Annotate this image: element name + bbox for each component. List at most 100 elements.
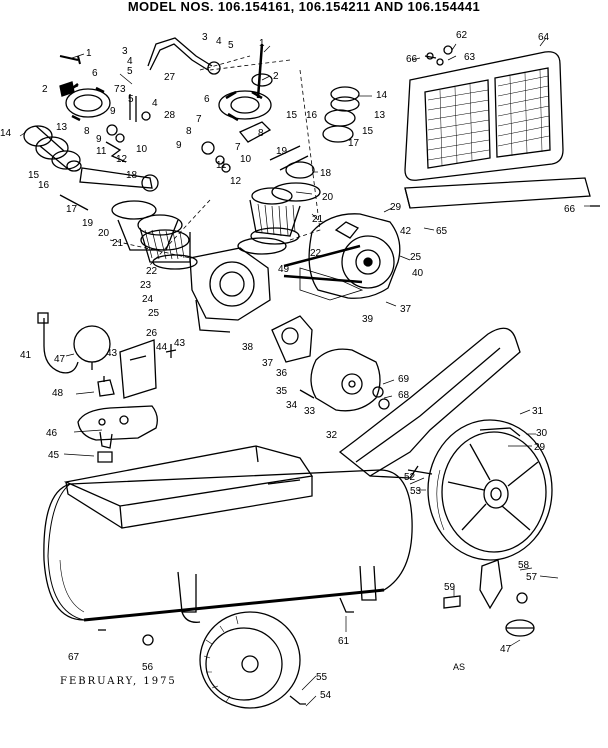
callout-7b: 7 (196, 114, 202, 125)
callout-39: 39 (362, 314, 374, 325)
publication-date: FEBRUARY, 1975 (60, 676, 177, 687)
callout-21b: 21 (312, 214, 324, 225)
callout-8b: 8 (186, 126, 192, 137)
callout-64: 64 (538, 32, 550, 43)
callout-21: 21 (112, 238, 124, 249)
callout-68: 68 (398, 390, 410, 401)
callout-17: 17 (66, 204, 78, 215)
callout-15: 15 (28, 170, 40, 181)
callout-3: 3 (122, 46, 128, 57)
callout-6b: 6 (204, 94, 210, 105)
flywheel-part-30 (427, 419, 553, 561)
callout-labels: 1 1 2 2 3 3 3 4 4 4 5 5 5 6 6 7 7 7 8 8 … (0, 30, 576, 701)
callout-15b: 15 (286, 110, 298, 121)
tire-part-55 (142, 611, 306, 709)
callout-35: 35 (276, 386, 288, 397)
callout-3b: 3 (202, 32, 208, 43)
callout-66: 66 (406, 54, 418, 65)
callout-19b: 19 (276, 146, 288, 157)
callout-42: 42 (400, 226, 412, 237)
callout-6: 6 (92, 68, 98, 79)
callout-48: 48 (52, 388, 64, 399)
callout-55: 55 (316, 672, 328, 683)
callout-47: 47 (54, 354, 66, 365)
callout-59: 59 (444, 582, 456, 593)
callout-58: 58 (518, 560, 530, 571)
callout-63: 63 (464, 52, 476, 63)
callout-1b: 1 (259, 38, 265, 49)
callout-38: 38 (242, 342, 254, 353)
callout-41: 41 (20, 350, 32, 361)
callout-17b: 17 (348, 138, 360, 149)
callout-8c: 8 (258, 128, 264, 139)
callout-37: 37 (262, 358, 274, 369)
callout-26: 26 (146, 328, 158, 339)
callout-11b: 11 (216, 160, 227, 171)
callout-46: 46 (46, 428, 58, 439)
callout-10b: 10 (240, 154, 252, 165)
callout-28: 28 (164, 110, 176, 121)
callout-7c: 7 (235, 142, 241, 153)
callout-23: 23 (140, 280, 152, 291)
callout-67: 67 (68, 652, 80, 663)
callout-62: 62 (456, 30, 468, 41)
callout-44: 44 (156, 342, 168, 353)
callout-12: 12 (116, 154, 128, 165)
callout-5c: 5 (128, 94, 134, 105)
second-cylinder-assembly (147, 37, 360, 255)
callout-61: 61 (338, 636, 350, 647)
callout-47b: 47 (500, 644, 512, 655)
callout-13: 13 (56, 122, 68, 133)
callout-9c: 9 (110, 106, 116, 117)
callout-31: 31 (532, 406, 544, 417)
callout-27: 27 (164, 72, 176, 83)
callout-19: 19 (82, 218, 94, 229)
callout-7: 7 (114, 84, 120, 95)
callout-9: 9 (96, 134, 102, 145)
callout-53: 53 (410, 486, 422, 497)
callout-4c: 4 (152, 98, 158, 109)
gauge-and-valve-parts (37, 312, 177, 463)
callout-25: 25 (148, 308, 160, 319)
callout-56: 56 (142, 662, 154, 673)
compressor-pump-assembly (23, 55, 271, 333)
callout-22b: 22 (310, 248, 322, 259)
callout-8: 8 (84, 126, 90, 137)
callout-37b: 37 (400, 304, 412, 315)
callout-12b: 12 (230, 176, 242, 187)
callout-65: 65 (436, 226, 448, 237)
callout-52: 52 (404, 472, 416, 483)
callout-20: 20 (98, 228, 110, 239)
callout-2b: 2 (273, 71, 279, 82)
valve-parts-57-59 (443, 559, 535, 637)
callout-29b: 29 (534, 442, 546, 453)
callout-4b: 4 (216, 36, 222, 47)
model-numbers-title: MODEL NOS. 106.154161, 106.154211 AND 10… (127, 0, 481, 14)
handle-assembly (338, 327, 521, 479)
callout-30: 30 (536, 428, 548, 439)
callout-25b: 25 (410, 252, 422, 263)
callout-20b: 20 (322, 192, 334, 203)
callout-49: 49 (278, 264, 290, 275)
callout-34: 34 (286, 400, 298, 411)
callout-18b: 18 (320, 168, 332, 179)
callout-33: 33 (304, 406, 316, 417)
motor-assembly (283, 213, 401, 301)
callout-5: 5 (127, 66, 133, 77)
callout-22: 22 (146, 266, 158, 277)
belt-guard-part-64 (404, 51, 564, 181)
callout-36: 36 (276, 368, 288, 379)
callout-43b: 43 (174, 338, 186, 349)
callout-9b: 9 (176, 140, 182, 151)
callout-3c: 3 (120, 84, 126, 95)
callout-13b: 13 (374, 110, 386, 121)
callout-11: 11 (96, 146, 107, 157)
callout-4: 4 (127, 56, 133, 67)
callout-15c: 15 (362, 126, 374, 137)
callout-24: 24 (142, 294, 154, 305)
callout-54: 54 (320, 690, 332, 701)
callout-2: 2 (42, 84, 48, 95)
callout-32: 32 (326, 430, 338, 441)
callout-57: 57 (526, 572, 538, 583)
